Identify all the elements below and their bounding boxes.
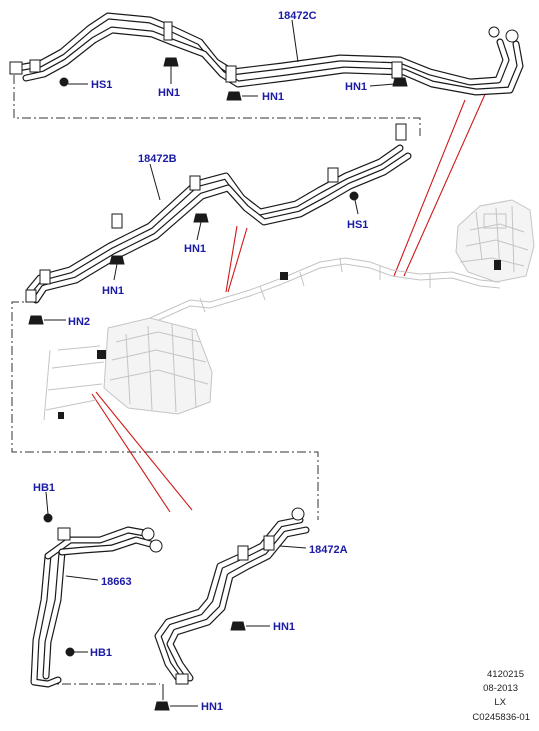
label-18472a: 18472A — [309, 544, 348, 556]
footer-reference: 4120215 08-2013 LX C0245836-01 — [472, 669, 530, 723]
hs1-fastener-mid — [349, 191, 359, 201]
label-hn1-d: HN1 — [184, 243, 206, 255]
label-hn1-f: HN1 — [273, 621, 295, 633]
leader-lines — [44, 19, 395, 707]
hn2-fastener — [28, 315, 44, 325]
footer-drawing-id: C0245836-01 — [472, 712, 530, 723]
label-hn1-a: HN1 — [158, 87, 180, 99]
pipe-assembly-18472c — [9, 12, 524, 96]
ghost-heater-unit-right — [455, 199, 535, 283]
part-labels: 18472C HS1 HN1 HN1 HN1 18472B HS1 HN1 HN… — [33, 10, 368, 713]
pipe-assembly-18472b — [25, 123, 412, 304]
label-18663: 18663 — [101, 576, 132, 588]
footer-date: 08-2013 — [483, 683, 518, 694]
label-hb1-bottom: HB1 — [90, 647, 112, 659]
pipe-assembly-18663 — [30, 526, 163, 688]
hn1-fastener-d — [193, 213, 209, 223]
label-hn1-c: HN1 — [345, 81, 367, 93]
hn1-fastener-a — [163, 57, 179, 67]
label-hn1-g: HN1 — [201, 701, 223, 713]
label-hs1-mid: HS1 — [347, 219, 368, 231]
ghost-routing-pipes — [149, 257, 501, 325]
footer-model: LX — [494, 697, 506, 708]
footer-ref-number: 4120215 — [487, 669, 524, 680]
hb1-fastener-bottom — [65, 647, 75, 657]
hb1-fastener-top — [43, 513, 53, 523]
hn1-fastener-c — [392, 77, 408, 87]
assembly-connection-lines — [11, 75, 421, 685]
label-18472c: 18472C — [278, 10, 317, 22]
fasteners — [28, 57, 408, 711]
hn1-fastener-f — [230, 621, 246, 631]
pipe-assembly-18472a — [154, 507, 310, 685]
label-hn1-e: HN1 — [102, 285, 124, 297]
hn1-fastener-b — [226, 91, 242, 101]
ghost-heater-unit-left — [43, 317, 213, 421]
hn1-fastener-g — [154, 701, 170, 711]
callout-red-lines — [91, 91, 487, 513]
hs1-fastener-top — [59, 77, 69, 87]
label-18472b: 18472B — [138, 153, 177, 165]
label-hn2: HN2 — [68, 316, 90, 328]
hn1-fastener-e — [109, 255, 125, 265]
label-hb1-top: HB1 — [33, 482, 55, 494]
label-hs1-top: HS1 — [91, 79, 112, 91]
label-hn1-b: HN1 — [262, 91, 284, 103]
